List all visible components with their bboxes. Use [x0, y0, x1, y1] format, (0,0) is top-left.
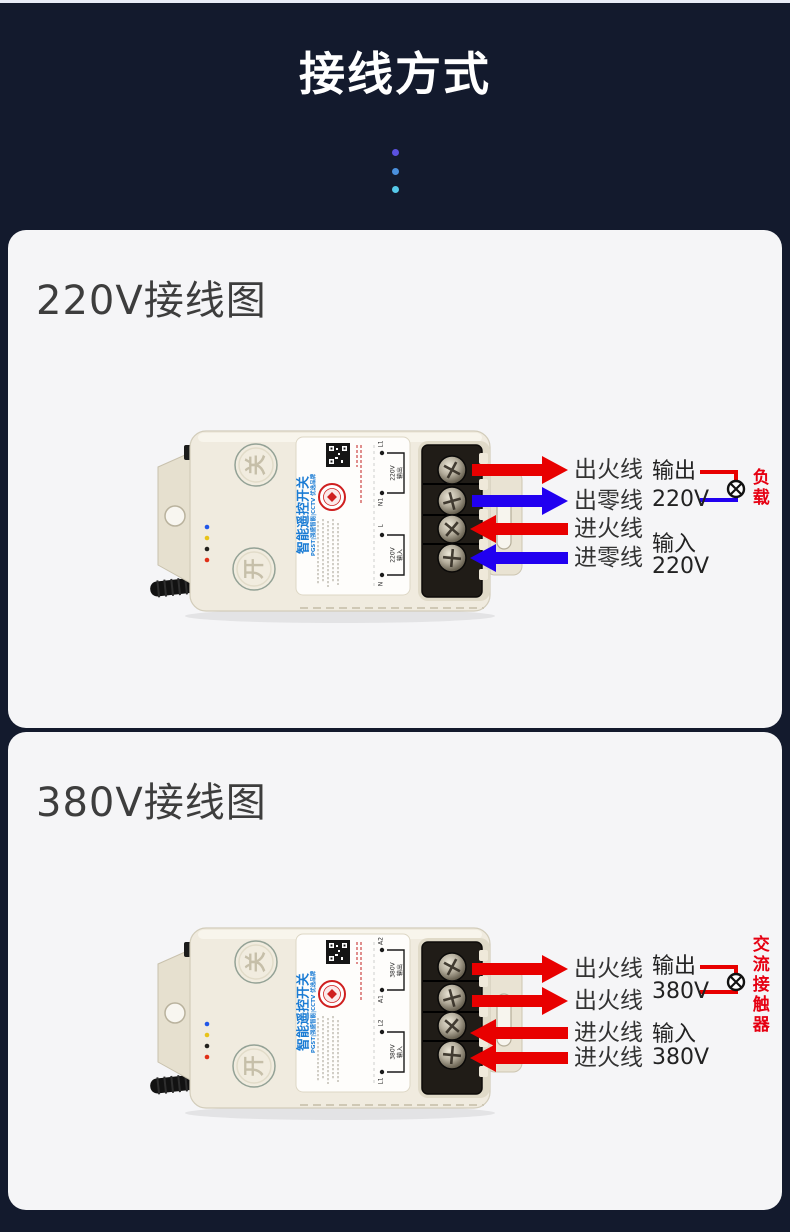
- device-label-title: 智能遥控开关: [296, 973, 312, 1051]
- svg-text:L1: L1: [378, 440, 385, 447]
- wire-label: 进零线: [574, 545, 643, 571]
- panel-heading: 380V接线图: [36, 780, 267, 826]
- wire-label: 出火线: [574, 457, 643, 483]
- svg-text:L1: L1: [378, 1077, 385, 1084]
- svg-text:输出: 输出: [396, 964, 404, 976]
- device-label-title: 智能遥控开关: [296, 476, 312, 554]
- panel-380v: 380V接线图 关 开 智能遥控开关 PGST|强盛智能|CCTV 优选品牌 A…: [8, 732, 782, 1210]
- load-symbol-icon: [726, 972, 746, 992]
- svg-text:380V: 380V: [390, 1043, 397, 1059]
- decor-dot: [392, 168, 399, 175]
- output-voltage: 220V: [652, 487, 710, 512]
- device-off-button-glyph: 关: [244, 455, 268, 476]
- load-wire-top: [700, 965, 738, 974]
- svg-text:A2: A2: [378, 937, 385, 945]
- svg-text:输出: 输出: [396, 467, 404, 479]
- decor-dot: [392, 149, 399, 156]
- output-label: 输出: [652, 459, 697, 484]
- svg-text:A1: A1: [378, 995, 385, 1003]
- input-label: 输入: [652, 532, 697, 557]
- decor-dot: [392, 186, 399, 193]
- load-wire-top: [700, 470, 738, 481]
- page-title: 接线方式: [299, 47, 491, 101]
- terminal-markings: L1 220V 输出 N1 L 220V 输入 N: [378, 440, 405, 586]
- device-label-subtitle: PGST|强盛智能|CCTV 优选品牌: [309, 970, 317, 1053]
- device-illustration-380v: 关 开 智能遥控开关 PGST|强盛智能|CCTV 优选品牌 A2 380V 输…: [150, 926, 524, 1122]
- wire-label: 进火线: [574, 516, 643, 542]
- svg-text:N: N: [378, 582, 385, 587]
- wire-label: 出火线: [574, 956, 643, 982]
- input-label: 输入: [652, 1022, 697, 1047]
- svg-text:输入: 输入: [396, 1046, 404, 1058]
- terminal-markings: A2 380V 输出 A1 L2 380V 输入 L1: [378, 937, 405, 1085]
- load-name: 负载: [748, 468, 769, 508]
- load-name: 交流接触器: [748, 935, 769, 1035]
- svg-text:220V: 220V: [390, 464, 397, 480]
- device-on-button-glyph: 开: [242, 1056, 266, 1077]
- wire-label: 进火线: [574, 1045, 643, 1071]
- top-strip: [0, 0, 790, 3]
- wire-label: 出火线: [574, 988, 643, 1014]
- svg-text:L: L: [378, 524, 385, 528]
- output-voltage: 380V: [652, 979, 710, 1004]
- input-voltage: 220V: [652, 554, 710, 579]
- svg-text:220V: 220V: [390, 546, 397, 562]
- status-leds: [204, 524, 210, 563]
- svg-text:N1: N1: [378, 498, 385, 506]
- device-illustration-220v: 关 开 智能遥控开关 PGST|强盛智能|CCTV 优选品牌 L1 220V 输…: [150, 429, 524, 625]
- svg-text:380V: 380V: [390, 961, 397, 977]
- input-voltage: 380V: [652, 1045, 710, 1070]
- device-on-button-glyph: 开: [242, 559, 266, 580]
- output-label: 输出: [652, 954, 697, 979]
- panel-220v: 220V接线图 关 开 智能遥控开关 PGST|强盛智能|CCTV 优选品牌 L…: [8, 230, 782, 728]
- svg-text:L2: L2: [378, 1019, 385, 1026]
- wire-label: 进火线: [574, 1020, 643, 1046]
- status-leds: [204, 1021, 210, 1060]
- load-symbol-icon: [726, 479, 746, 499]
- panel-heading: 220V接线图: [36, 278, 267, 324]
- device-label-subtitle: PGST|强盛智能|CCTV 优选品牌: [309, 473, 317, 556]
- device-off-button-glyph: 关: [244, 952, 268, 973]
- wire-label: 出零线: [574, 488, 643, 514]
- svg-text:输入: 输入: [396, 549, 404, 561]
